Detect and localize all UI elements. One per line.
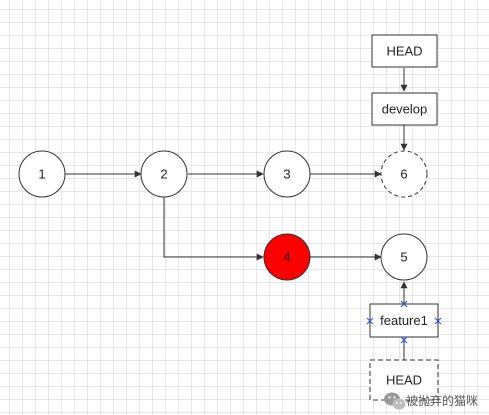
edges: [65, 68, 408, 360]
edge-2-4: [163, 197, 264, 261]
ref-head-top-label: HEAD: [386, 44, 422, 59]
commit-label-2: 2: [160, 167, 167, 182]
commit-node-6[interactable]: 6: [380, 150, 428, 198]
commit-node-5[interactable]: 5: [380, 233, 428, 281]
ref-feature1-label: feature1: [380, 313, 428, 328]
handle-top[interactable]: [400, 300, 408, 308]
ref-feature1[interactable]: feature1: [369, 303, 439, 338]
ref-develop-label: develop: [382, 102, 428, 117]
ref-head-bottom-label: HEAD: [386, 373, 422, 388]
commit-label-6: 6: [400, 167, 407, 182]
ref-head-top[interactable]: HEAD: [371, 34, 438, 68]
wechat-icon: [384, 392, 406, 410]
commit-label-5: 5: [400, 250, 407, 265]
commit-label-4: 4: [283, 250, 290, 265]
commit-label-3: 3: [283, 167, 290, 182]
commit-node-1[interactable]: 1: [18, 150, 66, 198]
ref-head-bottom[interactable]: HEAD: [369, 359, 439, 401]
commit-label-1: 1: [38, 167, 45, 182]
watermark-text: 被抛弃的猫咪: [406, 393, 478, 408]
watermark: 被抛弃的猫咪: [384, 392, 478, 410]
ref-develop[interactable]: develop: [371, 92, 438, 126]
commit-node-2[interactable]: 2: [140, 150, 188, 198]
selection-handles[interactable]: [366, 300, 442, 344]
commit-node-4[interactable]: 4: [263, 233, 311, 281]
handle-right[interactable]: [434, 317, 442, 325]
handle-left[interactable]: [366, 317, 374, 325]
handle-bottom[interactable]: [400, 336, 408, 344]
commit-node-3[interactable]: 3: [263, 150, 311, 198]
